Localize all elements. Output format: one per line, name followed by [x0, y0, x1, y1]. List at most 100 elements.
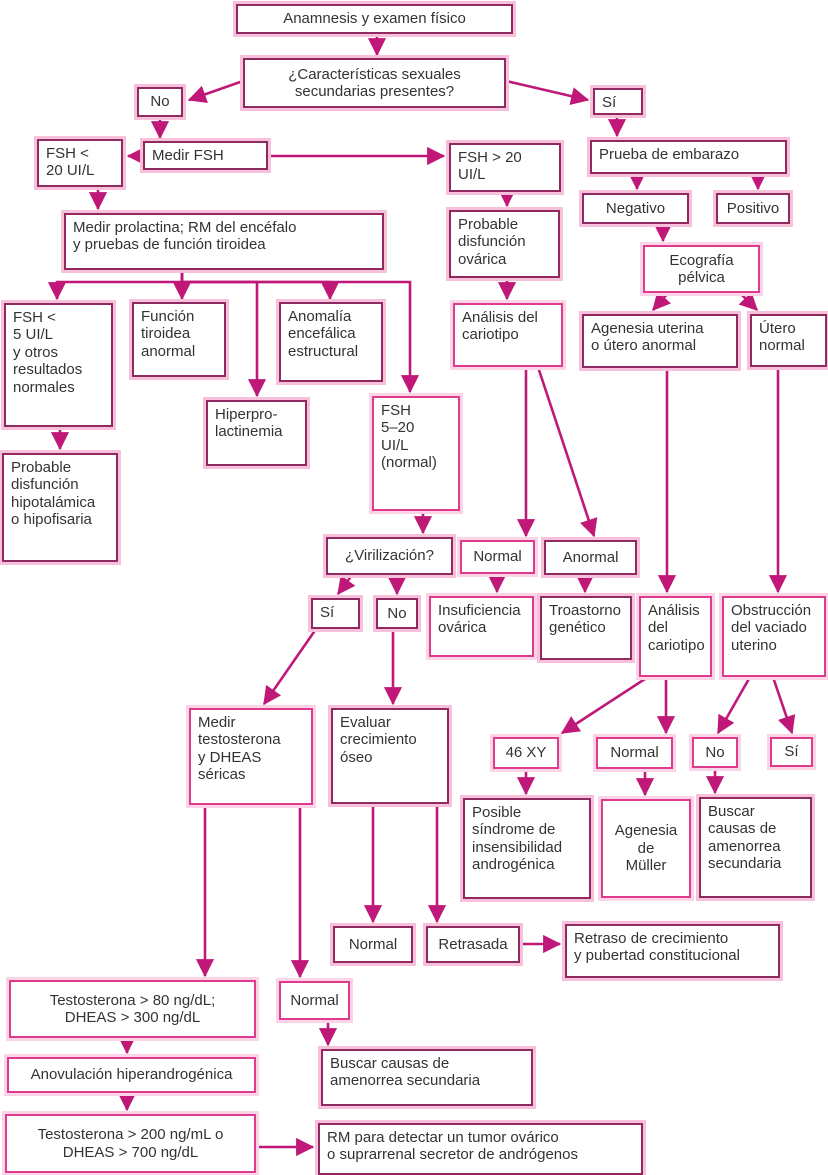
node-obstruccion: Obstrucción del vaciado uterino — [722, 596, 826, 677]
node-label: Anomalía encefálica estructural — [288, 308, 359, 360]
node-label: ¿Virilización? — [345, 547, 434, 565]
edge-ecografia-agenesiaUterina — [652, 291, 672, 311]
node-label: Retrasada — [438, 935, 508, 953]
node-label: Retraso de crecimiento y pubertad consti… — [574, 930, 740, 965]
node-noObstr: No — [692, 737, 738, 768]
node-anovulacion: Anovulación hiperandrogénica — [7, 1057, 256, 1093]
node-label: FSH 5–20 UI/L (normal) — [381, 402, 437, 472]
node-siViril: Sí — [311, 598, 360, 629]
node-siObstr: Sí — [770, 737, 813, 767]
node-label: No — [705, 743, 725, 761]
node-testo200: Testosterona > 200 ng/mL o DHEAS > 700 n… — [5, 1114, 256, 1173]
edge-caract-no1 — [187, 79, 244, 103]
node-si1: Sí — [593, 88, 643, 115]
node-agenesiaMuller: Agenesia de Müller — [601, 799, 691, 898]
node-label: Testosterona > 80 ng/dL; DHEAS > 300 ng/… — [49, 991, 216, 1026]
edge-obstruccion-noObstr — [716, 676, 752, 735]
edge-virilizacion-siViril — [336, 574, 356, 596]
node-normalKar1: Normal — [460, 540, 535, 574]
node-medirTesto: Medir testosterona y DHEAS séricas — [189, 708, 313, 805]
node-anamnesis: Anamnesis y examen físico — [236, 4, 513, 34]
node-label: Obstrucción del vaciado uterino — [731, 602, 812, 654]
edge-medirProlactina-fshLt5 — [47, 270, 184, 301]
node-fshLt20: FSH < 20 UI/L — [37, 139, 123, 187]
node-label: Análisis del cariotipo — [462, 309, 538, 344]
node-posibleSind: Posible síndrome de insensibilidad andro… — [463, 798, 591, 899]
edge-obstruccion-siObstr — [771, 676, 796, 735]
node-label: Normal — [610, 744, 659, 762]
node-probHipotal: Probable disfunción hipotalámica o hipof… — [2, 453, 118, 562]
node-anomEncef: Anomalía encefálica estructural — [279, 302, 383, 382]
node-label: FSH > 20 UI/L — [458, 149, 522, 184]
node-evaluarCrec: Evaluar crecimiento óseo — [331, 708, 449, 804]
node-label: Medir FSH — [152, 147, 224, 164]
node-agenesiaUterina: Agenesia uterina o útero anormal — [582, 314, 738, 368]
node-virilizacion: ¿Virilización? — [326, 537, 453, 575]
node-label: Sí — [602, 94, 617, 111]
edge-siViril-medirTesto — [262, 628, 318, 706]
node-label: Medir prolactina; RM del encéfalo y prue… — [73, 219, 297, 254]
edge-analisisKar2-46xy — [560, 675, 649, 735]
node-label: Normal — [348, 935, 398, 953]
node-positivo: Positivo — [716, 193, 790, 224]
node-probDisfOvarica: Probable disfunción ovárica — [449, 210, 560, 278]
node-label: FSH < 20 UI/L — [46, 145, 95, 180]
node-label: Sí — [784, 743, 799, 761]
node-label: Negativo — [605, 199, 666, 217]
node-label: Función tiroidea anormal — [141, 308, 196, 360]
node-label: Positivo — [726, 199, 780, 217]
node-label: Ecografía pélvica — [669, 251, 734, 286]
node-label: Normal — [290, 991, 339, 1009]
node-label: Testosterona > 200 ng/mL o DHEAS > 700 n… — [37, 1126, 224, 1161]
node-label: Buscar causas de amenorrea secundaria — [708, 803, 782, 873]
node-label: Anovulación hiperandrogénica — [30, 1066, 233, 1084]
node-rmTumor: RM para detectar un tumor ovárico o supr… — [318, 1123, 643, 1175]
node-fshGt20: FSH > 20 UI/L — [449, 143, 561, 192]
node-label: Evaluar crecimiento óseo — [340, 714, 417, 766]
node-label: Útero normal — [759, 320, 805, 355]
node-label: Troastorno genético — [549, 602, 621, 637]
node-label: No — [387, 604, 407, 622]
node-funcTiroidea: Función tiroidea anormal — [132, 302, 226, 377]
node-fshLt5: FSH < 5 UI/L y otros resultados normales — [4, 303, 113, 427]
node-uteroNormal: Útero normal — [750, 314, 827, 367]
node-anormalKar1: Anormal — [544, 540, 637, 575]
edge-caract-si1 — [505, 79, 590, 106]
node-label: Medir testosterona y DHEAS séricas — [198, 714, 281, 784]
node-label: Posible síndrome de insensibilidad andro… — [472, 804, 563, 874]
node-retrasada: Retrasada — [426, 926, 520, 963]
node-no1: No — [137, 87, 183, 117]
node-label: Agenesia de Müller — [614, 822, 678, 875]
node-label: FSH < 5 UI/L y otros resultados normales — [13, 309, 83, 396]
node-hiperpro: Hiperpro- lactinemia — [206, 400, 307, 466]
node-negativo: Negativo — [582, 193, 689, 224]
node-label: Agenesia uterina o útero anormal — [591, 320, 704, 355]
edge-analisisKar1-anormalKar1 — [536, 366, 598, 538]
node-fsh520: FSH 5–20 UI/L (normal) — [372, 396, 460, 511]
edge-ecografia-uteroNormal — [738, 291, 758, 311]
node-normalOseo: Normal — [333, 926, 413, 963]
node-label: Insuficiencia ovárica — [438, 602, 521, 637]
node-46xy: 46 XY — [493, 737, 559, 769]
node-label: Normal — [473, 548, 522, 566]
node-label: Hiperpro- lactinemia — [215, 406, 283, 441]
node-label: Prueba de embarazo — [599, 146, 740, 163]
node-testo80: Testosterona > 80 ng/dL; DHEAS > 300 ng/… — [9, 980, 256, 1038]
node-buscarCausas1: Buscar causas de amenorrea secundaria — [699, 797, 812, 898]
node-label: No — [150, 93, 170, 111]
node-medirFSH: Medir FSH — [143, 141, 268, 170]
node-ecografia: Ecografía pélvica — [643, 245, 760, 293]
node-label: 46 XY — [505, 744, 547, 762]
edge-medirProlactina-fsh520 — [180, 270, 420, 394]
node-label: Anamnesis y examen físico — [283, 10, 466, 28]
node-analisisKar2: Análisis del cariotipo — [639, 596, 712, 677]
node-retrasoCrec: Retraso de crecimiento y pubertad consti… — [565, 924, 780, 978]
node-label: Análisis del cariotipo — [648, 602, 705, 654]
node-normalKar2: Normal — [596, 737, 673, 769]
node-buscarCausas2: Buscar causas de amenorrea secundaria — [321, 1049, 533, 1106]
node-label: ¿Características sexuales secundarias pr… — [288, 65, 461, 100]
node-caract: ¿Características sexuales secundarias pr… — [243, 58, 506, 108]
node-label: Probable disfunción ovárica — [458, 216, 526, 268]
node-label: Buscar causas de amenorrea secundaria — [330, 1055, 481, 1090]
